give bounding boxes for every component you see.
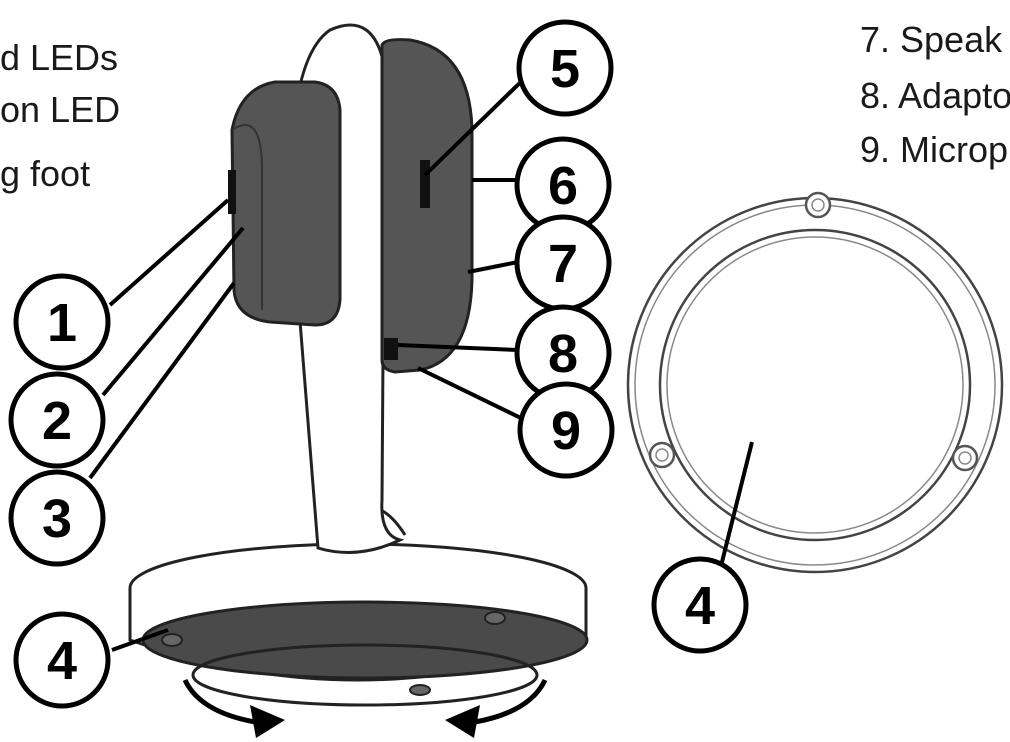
- leader-line-5: [423, 73, 530, 177]
- legend-right-line-9: 9. Microp: [860, 129, 1008, 170]
- legend-right-line-8: 8. Adapto: [860, 75, 1010, 116]
- leader-line-1: [108, 198, 230, 307]
- camera-base: [128, 506, 589, 707]
- leader-line-7: [467, 260, 519, 274]
- leader-line-2: [101, 226, 245, 397]
- callout-9: 9: [517, 381, 615, 479]
- callout-7-label: 7: [548, 234, 578, 294]
- leader-lines: [88, 73, 754, 652]
- leader-line-4-ring: [718, 441, 754, 571]
- callout-5: 5: [516, 19, 614, 117]
- camera-housing-right: [380, 38, 474, 374]
- callout-8: 8: [514, 304, 612, 402]
- callout-2-label: 2: [42, 391, 72, 451]
- leader-line-8: [397, 343, 519, 352]
- callout-6-label: 6: [548, 156, 578, 216]
- camera-housing-left: [228, 80, 342, 327]
- leader-line-3: [88, 281, 236, 480]
- callout-1-label: 1: [47, 293, 77, 353]
- legend-left-line-1: d LEDs: [0, 37, 118, 78]
- callout-4-ring-label: 4: [685, 576, 715, 636]
- leader-line-4-base: [111, 628, 169, 652]
- leader-line-9: [417, 366, 526, 422]
- camera-illustration: [128, 23, 589, 738]
- callout-3-label: 3: [42, 489, 72, 549]
- callout-5-label: 5: [550, 39, 580, 99]
- callout-4-base: 4: [13, 611, 111, 709]
- callout-3: 3: [8, 469, 106, 567]
- legend-left-line-2: on LED: [0, 89, 120, 130]
- callout-4-base-label: 4: [47, 631, 77, 691]
- callout-4-ring: 4: [651, 556, 749, 654]
- callout-9-label: 9: [551, 401, 581, 461]
- mounting-plate-illustration: [626, 191, 1004, 574]
- callout-7: 7: [514, 214, 612, 312]
- rotation-arrows-icon: [182, 678, 548, 738]
- legend-right-line-7: 7. Speak: [860, 19, 1003, 60]
- callout-8-label: 8: [548, 324, 578, 384]
- legend-left-line-3: g foot: [0, 153, 90, 194]
- callout-2: 2: [8, 371, 106, 469]
- callout-1: 1: [13, 273, 111, 371]
